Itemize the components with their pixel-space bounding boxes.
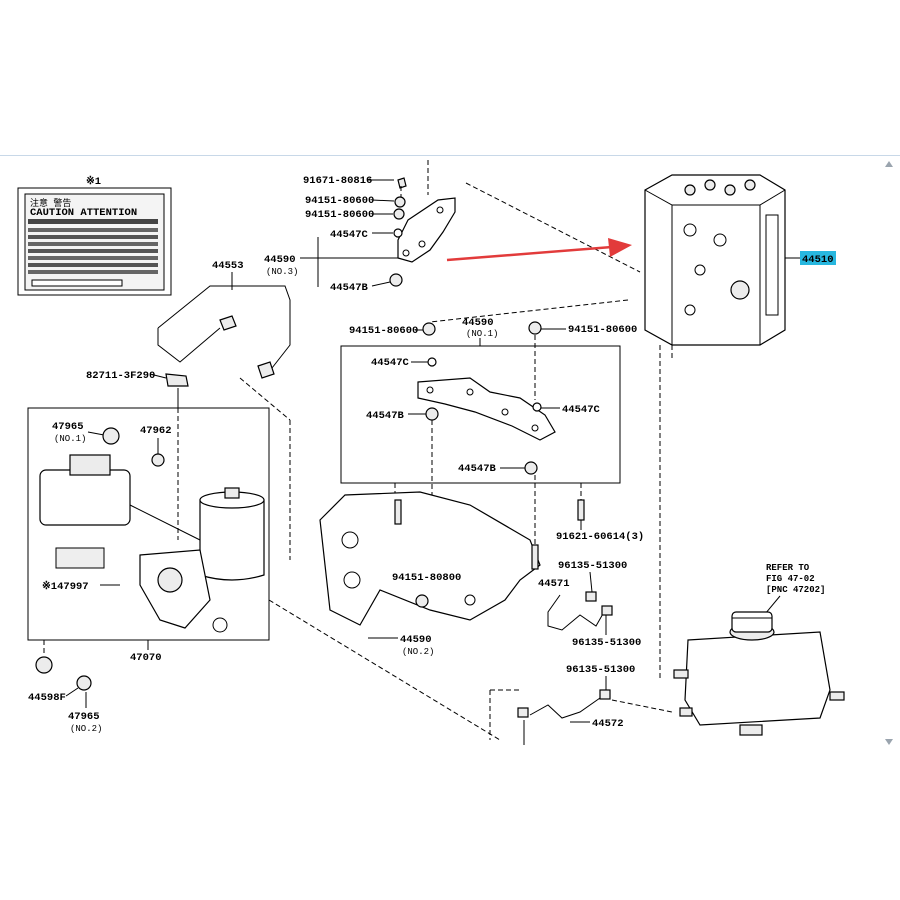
- label-96135-c: 96135-51300: [566, 664, 635, 676]
- label-44510: 44510: [802, 254, 834, 266]
- label-94151-c: 94151-80600: [349, 325, 418, 337]
- label-147997: ※147997: [42, 580, 89, 593]
- label-94151-b: 94151-80600: [305, 209, 374, 221]
- label-96135-b: 96135-51300: [572, 637, 641, 649]
- bolt-91621: [577, 499, 585, 521]
- caution-label-text: CAUTION ATTENTION: [30, 207, 137, 219]
- label-91621: 91621-60614(3): [556, 531, 644, 543]
- bushing-44547b-b: [425, 407, 439, 421]
- label-44547b-c: 44547B: [458, 463, 497, 475]
- label-44547b-b: 44547B: [366, 410, 405, 422]
- scroll-up-icon[interactable]: [884, 160, 894, 168]
- nut-94151-d: [528, 321, 542, 335]
- label-44590-no3-sub: (NO.3): [266, 267, 298, 277]
- reservoir-part: [673, 611, 845, 736]
- label-44547b-a: 44547B: [330, 282, 369, 294]
- nut-94151-b: [393, 208, 405, 220]
- bushing-44547b-a: [389, 273, 403, 287]
- clip-82711: [165, 373, 189, 387]
- clamp-96135-a: [585, 591, 597, 602]
- label-96135-a: 96135-51300: [558, 560, 627, 572]
- label-47965-no1: 47965: [52, 421, 84, 433]
- nut-94151-c: [422, 322, 436, 336]
- label-44590-no3: 44590: [264, 254, 296, 266]
- label-47965-no2: 47965: [68, 711, 100, 723]
- label-47965-no2-sub: (NO.2): [70, 724, 102, 734]
- svg-text:注意 警告: 注意 警告: [30, 197, 71, 209]
- nut-47962: [151, 453, 165, 467]
- hose-44572: [529, 697, 601, 719]
- label-94151-e: 94151-80800: [392, 572, 461, 584]
- red-arrow-icon: [446, 238, 632, 262]
- label-47070: 47070: [130, 652, 162, 664]
- page-top-divider: [0, 155, 900, 156]
- bracket-no2-part: [319, 491, 541, 626]
- bushing-44547c-b: [427, 357, 437, 367]
- label-44590-no1: 44590: [462, 317, 494, 329]
- bushing-44547c-c: [532, 402, 542, 412]
- highlight-44510: [800, 251, 836, 265]
- clamp-96135-c: [599, 689, 611, 700]
- abs-actuator-part: [644, 174, 786, 346]
- pipe-44553-part: [157, 285, 291, 379]
- label-44590-no2: 44590: [400, 634, 432, 646]
- clamp-96135-b: [601, 605, 613, 616]
- bracket-no3-part: [397, 177, 456, 263]
- nut-94151-a: [394, 196, 406, 208]
- label-44572: 44572: [592, 718, 624, 730]
- label-44547c-b: 44547C: [371, 357, 410, 369]
- bushing-44547c-a: [393, 228, 403, 238]
- clamp-44572: [517, 707, 529, 718]
- cap-44598f: [35, 656, 53, 674]
- label-47965-no1-sub: (NO.1): [54, 434, 86, 444]
- label-91671: 91671-80816: [303, 175, 372, 187]
- label-44571: 44571: [538, 578, 570, 590]
- label-44547c-a: 44547C: [330, 229, 369, 241]
- label-82711: 82711-3F290: [86, 370, 155, 382]
- label-44598f: 44598F: [28, 692, 66, 704]
- bracket-no1-part: [417, 377, 556, 441]
- caution-note-marker: ※1: [86, 175, 101, 188]
- label-44590-no2-sub: (NO.2): [402, 647, 434, 657]
- bushing-44547b-c: [524, 461, 538, 475]
- refer-to-line1: REFER TO: [766, 563, 810, 573]
- caution-label-part: 注意 警告: [17, 187, 172, 296]
- nut-94151-e: [415, 594, 429, 608]
- label-44547c-c: 44547C: [562, 404, 601, 416]
- cap-47965-no2: [76, 675, 92, 691]
- cap-47965-no1: [102, 427, 120, 445]
- refer-to-line2: FIG 47-02: [766, 574, 815, 584]
- label-44553: 44553: [212, 260, 244, 272]
- refer-to-line3: [PNC 47202]: [766, 585, 825, 595]
- scroll-down-icon[interactable]: [884, 738, 894, 746]
- pump-assembly-part: [39, 454, 265, 633]
- label-94151-a: 94151-80600: [305, 195, 374, 207]
- label-44590-no1-sub: (NO.1): [466, 329, 498, 339]
- label-94151-d: 94151-80600: [568, 324, 637, 336]
- label-47962: 47962: [140, 425, 172, 437]
- hose-44571: [547, 594, 605, 631]
